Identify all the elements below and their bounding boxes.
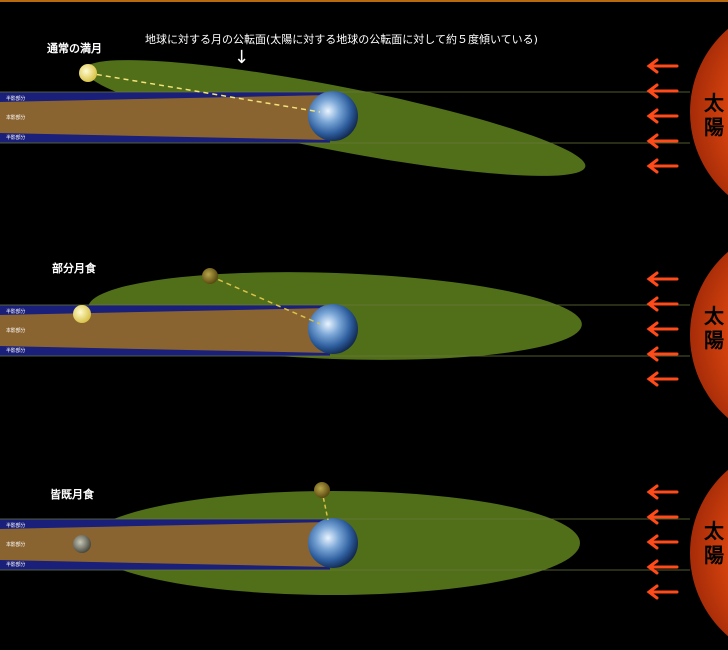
sun-label-char-2: 陽 [704, 543, 724, 567]
band-label-penumbra: 半影部分 [6, 96, 26, 102]
diagram-title: 地球に対する月の公転面(太陽に対する地球の公転面に対して約５度傾いている) [145, 33, 538, 46]
band-label-umbra: 本影部分 [6, 328, 26, 334]
down-arrow-icon: ↓ [234, 47, 250, 68]
moon-partially-shadowed [73, 305, 91, 323]
arrow-left-icon [646, 158, 679, 174]
sun-disc-top [690, 28, 728, 196]
panel-label-partial-eclipse: 部分月食 [52, 262, 96, 275]
arrow-left-icon [646, 321, 679, 337]
arrow-left-icon [646, 83, 679, 99]
umbra-band [0, 95, 330, 140]
arrow-left-icon [646, 296, 679, 312]
band-label-penumbra: 半影部分 [6, 135, 26, 141]
panel-label-total-eclipse: 皆既月食 [50, 488, 94, 501]
sun-label-char-2: 陽 [704, 328, 724, 352]
panel-total-eclipse [0, 482, 690, 595]
sun-disc-bottom [690, 469, 728, 637]
moon [79, 64, 97, 82]
panel-label-normal-full-moon: 通常の満月 [47, 42, 102, 55]
sun-label-char-1: 太 [704, 91, 724, 115]
moon-orbit-position [202, 268, 218, 284]
band-label-umbra: 本影部分 [6, 115, 26, 121]
moon-earth-line [209, 275, 321, 325]
arrow-left-icon [646, 58, 679, 74]
arrow-left-icon [646, 559, 679, 575]
arrow-left-icon [646, 346, 679, 362]
arrow-left-icon [646, 133, 679, 149]
earth [308, 518, 358, 568]
earth [308, 91, 358, 141]
arrow-left-icon [646, 584, 679, 600]
earth [308, 304, 358, 354]
arrow-left-icon [646, 271, 679, 287]
moon-eclipsed [73, 535, 91, 553]
moon-earth-line [321, 490, 329, 521]
sunlight-arrows [646, 58, 679, 600]
sun [690, 28, 728, 637]
umbra-band [0, 308, 330, 353]
band-label-umbra: 本影部分 [6, 542, 26, 548]
sun-label-char-2: 陽 [704, 115, 724, 139]
panel-normal-full-moon [0, 60, 690, 176]
sun-label-char-1: 太 [704, 304, 724, 328]
arrow-left-icon [646, 371, 679, 387]
band-label-penumbra: 半影部分 [6, 523, 26, 529]
arrow-left-icon [646, 509, 679, 525]
umbra-band [0, 522, 330, 567]
moon-earth-line [87, 72, 321, 113]
band-label-penumbra: 半影部分 [6, 309, 26, 315]
arrow-left-icon [646, 534, 679, 550]
panel-partial-eclipse [0, 268, 690, 360]
band-label-penumbra: 半影部分 [6, 348, 26, 354]
sun-disc-middle [690, 251, 728, 419]
moon-orbit-position [314, 482, 330, 498]
band-label-penumbra: 半影部分 [6, 562, 26, 568]
sun-label-char-1: 太 [704, 519, 724, 543]
arrow-left-icon [646, 108, 679, 124]
arrow-left-icon [646, 484, 679, 500]
